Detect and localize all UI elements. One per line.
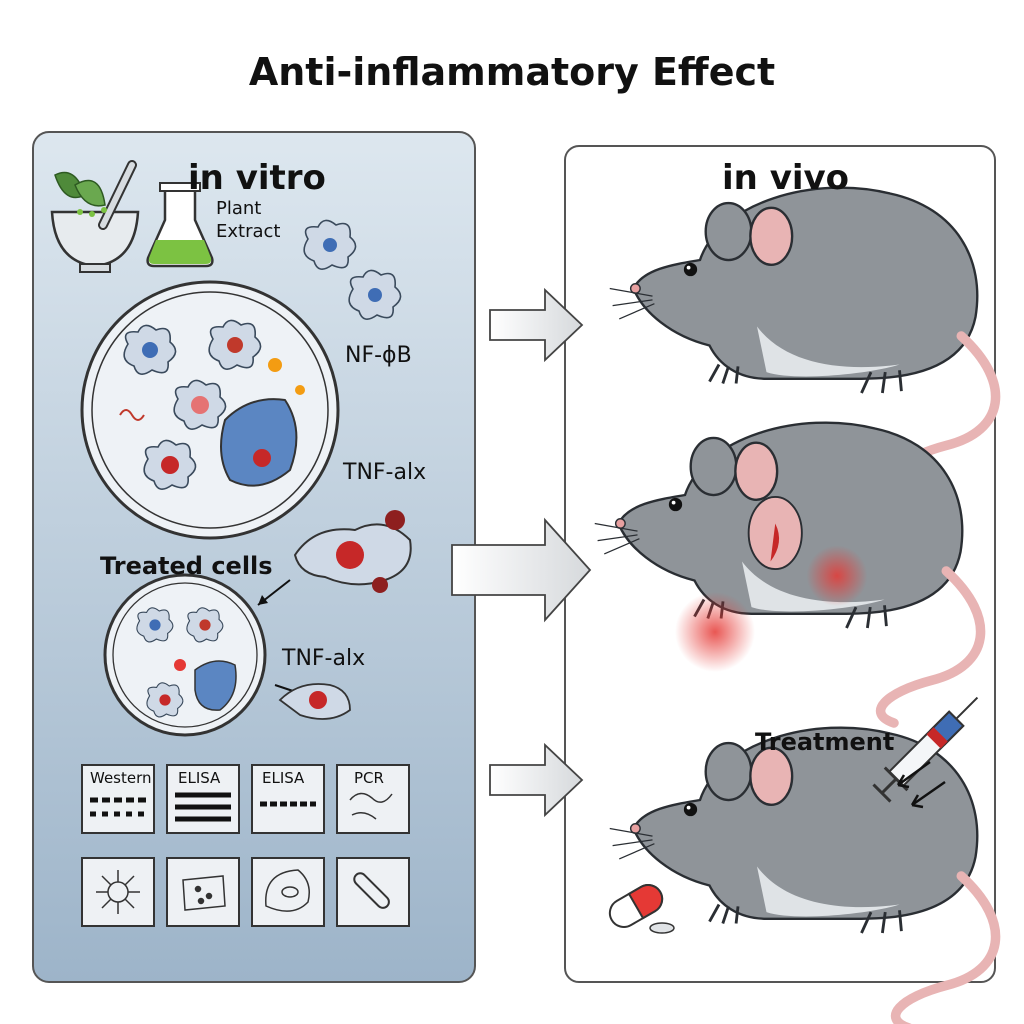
assay-row	[81, 764, 410, 834]
macrophage-cell	[348, 269, 402, 320]
icon-row	[81, 857, 410, 927]
treatment-arrow-1	[896, 760, 931, 789]
macrophage-cell	[303, 219, 357, 270]
extract-label-1: Plant	[216, 198, 262, 219]
assay-label-elisa-1: ELISA	[178, 769, 221, 787]
inflamed-mouse	[595, 423, 981, 723]
treatment-arrow-2	[910, 780, 946, 809]
arrow-3	[489, 742, 584, 818]
diagram-title: Anti-inflammatory Effect	[248, 50, 776, 94]
marker-tnf-2: TNF-alx	[282, 646, 366, 671]
flask-icon	[146, 182, 214, 268]
in-vivo-heading: in vivo	[722, 158, 850, 198]
assay-label-pcr: PCR	[354, 769, 384, 787]
marker-tnf-1: TNF-alx	[343, 460, 427, 485]
assay-label-elisa-2: ELISA	[262, 769, 305, 787]
treated-cells-label: Treated cells	[100, 552, 273, 580]
small-treated-cell	[278, 683, 351, 720]
treated-cell	[293, 510, 412, 593]
petri-dish-large	[80, 280, 340, 540]
extract-label-2: Extract	[216, 221, 281, 242]
treatment-label: Treatment	[755, 728, 895, 756]
syringe-icon	[872, 696, 979, 803]
petri-dish-small	[103, 573, 267, 737]
arrow-1	[489, 287, 584, 363]
pill-icon	[608, 884, 664, 928]
inflamed-paw	[675, 592, 755, 672]
tablet-icon	[649, 922, 675, 934]
assay-label-western: Western	[90, 769, 152, 787]
arrow-2	[451, 517, 592, 623]
marker-nfkb: NF-ϕB	[345, 343, 412, 368]
in-vitro-heading: in vitro	[188, 158, 326, 198]
mortar-pestle-icon	[50, 160, 140, 273]
